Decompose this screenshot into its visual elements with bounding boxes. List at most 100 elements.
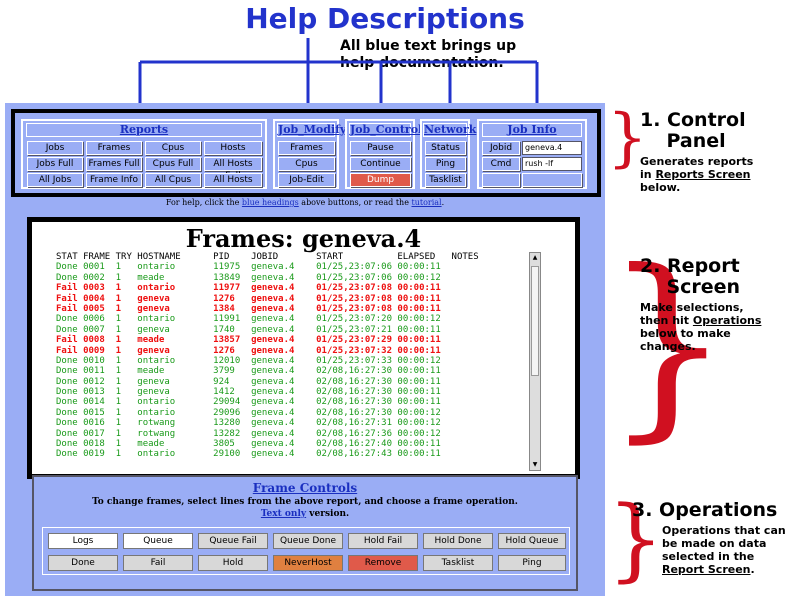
modify-cpus-button[interactable]: Cpus (278, 157, 335, 171)
cell-try: 1 (115, 407, 122, 418)
cell-elapsed: 00:00:12 (397, 272, 441, 283)
scroll-up-icon[interactable]: ▲ (532, 254, 538, 261)
frames-table[interactable]: STAT FRAME TRY HOSTNAME PID JOBID START … (56, 252, 527, 471)
hold-queue-button[interactable]: Hold Queue (498, 533, 566, 549)
cell-frame: 0009 (83, 345, 105, 356)
job-info-heading[interactable]: Job Info (482, 123, 582, 137)
cell-start: 02/08,16:27:40 (316, 439, 392, 450)
all-hosts-button[interactable]: All Hosts (204, 173, 262, 187)
network-heading[interactable]: Network (423, 123, 477, 137)
cell-jobid: geneva.4 (251, 303, 295, 314)
done-button[interactable]: Done (48, 555, 118, 571)
cell-frame: 0005 (83, 303, 105, 314)
jobs-button[interactable]: Jobs (27, 141, 83, 155)
cell-elapsed: 00:00:11 (397, 439, 441, 450)
cell-pid: 1384 (213, 303, 235, 314)
cell-try: 1 (115, 366, 122, 377)
frame-info-button[interactable]: Frame Info (86, 173, 142, 187)
cmd-field[interactable]: rush -lf (522, 157, 582, 171)
reports-heading[interactable]: Reports (26, 123, 262, 137)
frame-controls-heading[interactable]: Frame Controls (252, 481, 358, 495)
all-hosts-full-button[interactable]: All Hosts Full (204, 157, 262, 181)
page-title: Help Descriptions (245, 2, 525, 35)
scrollbar[interactable]: ▲ ▼ (529, 252, 541, 471)
scroll-down-icon[interactable]: ▼ (532, 461, 538, 468)
cell-frame: 0017 (83, 428, 105, 439)
cell-pid: 13282 (213, 428, 241, 439)
cell-frame: 0002 (83, 272, 105, 283)
job-edit-button[interactable]: Job-Edit (278, 173, 335, 187)
text-only-post: version. (306, 509, 350, 519)
report-screen-link: Report Screen (662, 563, 751, 576)
cell-elapsed: 00:00:12 (397, 418, 441, 429)
jobs-full-button[interactable]: Jobs Full (27, 157, 83, 171)
fail-button[interactable]: Fail (123, 555, 193, 571)
ops-ping-button[interactable]: Ping (498, 555, 566, 571)
frames-full-button[interactable]: Frames Full (86, 157, 142, 171)
tasklist-button[interactable]: Tasklist (425, 173, 466, 187)
cell-stat: Done (56, 439, 78, 450)
cell-start: 01/25,23:07:06 (316, 272, 392, 283)
continue-button[interactable]: Continue (350, 157, 411, 171)
cell-host: geneva (137, 303, 170, 314)
all-cpus-button[interactable]: All Cpus (145, 173, 201, 187)
dump-button[interactable]: Dump (350, 173, 411, 187)
cpus-button[interactable]: Cpus (145, 141, 201, 155)
cell-start: 02/08,16:27:43 (316, 449, 392, 460)
cell-stat: Fail (56, 335, 78, 346)
frames-button[interactable]: Frames (86, 141, 142, 155)
queue-fail-button[interactable]: Queue Fail (198, 533, 268, 549)
status-button[interactable]: Status (425, 141, 466, 155)
cell-try: 1 (115, 335, 122, 346)
cell-jobid: geneva.4 (251, 335, 295, 346)
all-jobs-button[interactable]: All Jobs (27, 173, 83, 187)
modify-frames-button[interactable]: Frames (278, 141, 335, 155)
queue-button[interactable]: Queue (123, 533, 193, 549)
section-3: 3. Operations Operations that can be mad… (632, 500, 786, 577)
cell-elapsed: 00:00:11 (397, 303, 441, 314)
jobid-field[interactable]: geneva.4 (522, 141, 582, 155)
hold-done-button[interactable]: Hold Done (423, 533, 493, 549)
remove-button[interactable]: Remove (348, 555, 418, 571)
neverhost-button[interactable]: NeverHost (273, 555, 343, 571)
hold-button[interactable]: Hold (198, 555, 268, 571)
pause-button[interactable]: Pause (350, 141, 411, 155)
ping-button[interactable]: Ping (425, 157, 466, 171)
job-modify-heading[interactable]: Job_Modify (277, 123, 347, 137)
hosts-button[interactable]: Hosts (204, 141, 262, 155)
cell-host: geneva (137, 376, 170, 387)
queue-done-button[interactable]: Queue Done (273, 533, 343, 549)
cell-elapsed: 00:00:11 (397, 387, 441, 398)
cpus-full-button[interactable]: Cpus Full (145, 157, 201, 171)
cell-pid: 3805 (213, 439, 235, 450)
scroll-thumb[interactable] (531, 266, 539, 376)
blue-headings-link[interactable]: blue headings (241, 198, 299, 207)
tutorial-link[interactable]: tutorial (411, 198, 442, 207)
cell-host: meade (137, 439, 165, 450)
ops-tasklist-button[interactable]: Tasklist (423, 555, 493, 571)
logs-button[interactable]: Logs (48, 533, 118, 549)
brace-icon-3: } (607, 487, 665, 592)
hold-fail-button[interactable]: Hold Fail (348, 533, 418, 549)
text-only-link[interactable]: Text only (260, 509, 307, 519)
job-control-heading[interactable]: Job_Control (349, 123, 423, 137)
